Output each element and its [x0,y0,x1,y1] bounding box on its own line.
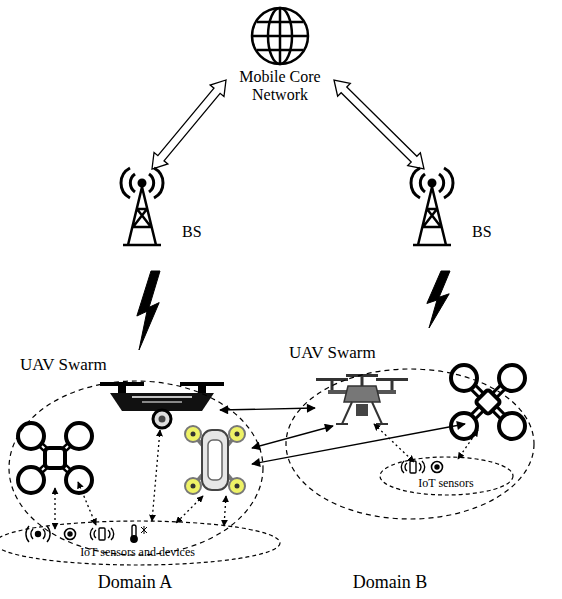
iot-shape [0,520,281,566]
domain-label: Domain A [35,572,235,593]
dashed-ellipse [286,369,534,519]
hexacopter-drone [316,374,408,424]
swarm-region: UAV SwarmIoT sensors [285,368,535,520]
swarm-link-arrow [220,408,315,410]
swarm-link-arrow [252,426,333,448]
quadcopter-frame [451,365,525,439]
quadcopter-drone [185,426,245,494]
sensor-link [55,424,478,529]
dashed-ellipse [0,521,280,565]
sensor-icons [26,525,147,542]
region-heading: UAV Swarm [289,343,376,362]
swarm-shape [285,368,535,520]
swarm-region: UAV SwarmIoT sensors and devices [8,380,264,556]
swarm-link-arrow [252,424,465,464]
node-label: IoT sensors [379,477,514,490]
device-group: IoT sensors [379,456,514,496]
globe-icon [252,8,308,64]
core-network: Mobile Core Network [228,4,332,114]
wireless-link-bolt [137,271,160,350]
station-label: BS [182,223,202,241]
dashed-ellipse [9,381,263,555]
node-label: Mobile Core Network [228,68,332,104]
domain-label: Domain B [280,572,500,593]
region-heading: UAV Swarm [20,355,107,374]
sensor-icons [401,461,442,473]
station-label: BS [472,223,492,241]
core-link-arrow [152,80,226,169]
tower-icon [121,168,163,245]
wireless-link-bolt [427,271,450,328]
base-station: BS [112,165,212,249]
quadcopter-frame [18,423,92,493]
base-station: BS [402,165,502,249]
core-link-arrow [334,80,424,169]
camera-drone [100,382,224,428]
dashed-ellipse [380,457,513,495]
node-label: IoT sensors and devices [0,546,281,559]
tower-icon [411,168,453,245]
device-group: IoT sensors and devices [0,520,281,566]
